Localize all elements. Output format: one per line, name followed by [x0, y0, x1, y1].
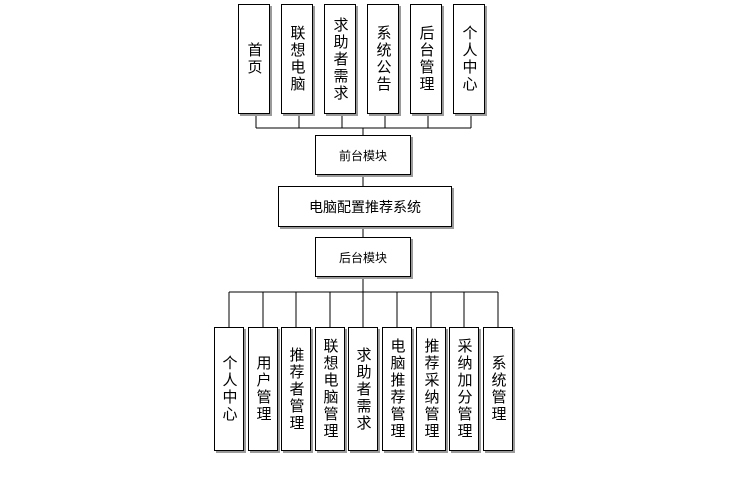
back-item-personal-center: 个人中心	[214, 327, 244, 451]
front-module-label: 前台模块	[338, 148, 387, 163]
front-item-lenovo-computer: 联想电脑	[281, 4, 313, 114]
front-item-label: 后台管理	[417, 25, 436, 93]
front-item-personal-center: 个人中心	[453, 4, 485, 114]
back-item-label: 求助者需求	[354, 346, 373, 432]
back-item-label: 推荐采纳管理	[422, 338, 441, 440]
back-item-label: 系统管理	[489, 355, 508, 423]
back-item-label: 联想电脑管理	[321, 338, 340, 440]
back-item-adoption-points-management: 采纳加分管理	[449, 327, 479, 451]
front-module-box: 前台模块	[315, 135, 411, 175]
back-item-user-management: 用户管理	[248, 327, 278, 451]
back-item-label: 电脑推荐管理	[388, 338, 407, 440]
front-item-home: 首页	[238, 4, 270, 114]
front-item-backend-management: 后台管理	[410, 4, 442, 114]
back-module-label: 后台模块	[338, 250, 387, 265]
back-item-recommender-management: 推荐者管理	[281, 327, 311, 451]
back-item-seeker-needs: 求助者需求	[348, 327, 378, 451]
back-item-label: 用户管理	[254, 355, 273, 423]
system-box: 电脑配置推荐系统	[278, 186, 452, 227]
back-item-computer-recommendation-management: 电脑推荐管理	[382, 327, 412, 451]
front-item-label: 系统公告	[374, 25, 393, 93]
back-item-label: 采纳加分管理	[455, 338, 474, 440]
back-item-label: 个人中心	[220, 355, 239, 423]
system-label: 电脑配置推荐系统	[309, 199, 421, 216]
back-module-box: 后台模块	[315, 237, 411, 277]
back-item-label: 推荐者管理	[287, 346, 306, 432]
back-item-system-management: 系统管理	[483, 327, 513, 451]
front-item-label: 首页	[245, 42, 264, 76]
front-item-label: 求助者需求	[331, 16, 350, 102]
front-item-label: 个人中心	[460, 25, 479, 93]
front-item-announcements: 系统公告	[367, 4, 399, 114]
back-item-lenovo-computer-management: 联想电脑管理	[315, 327, 345, 451]
front-item-label: 联想电脑	[288, 25, 307, 93]
back-item-recommendation-adoption-management: 推荐采纳管理	[416, 327, 446, 451]
front-item-seeker-needs: 求助者需求	[324, 4, 356, 114]
